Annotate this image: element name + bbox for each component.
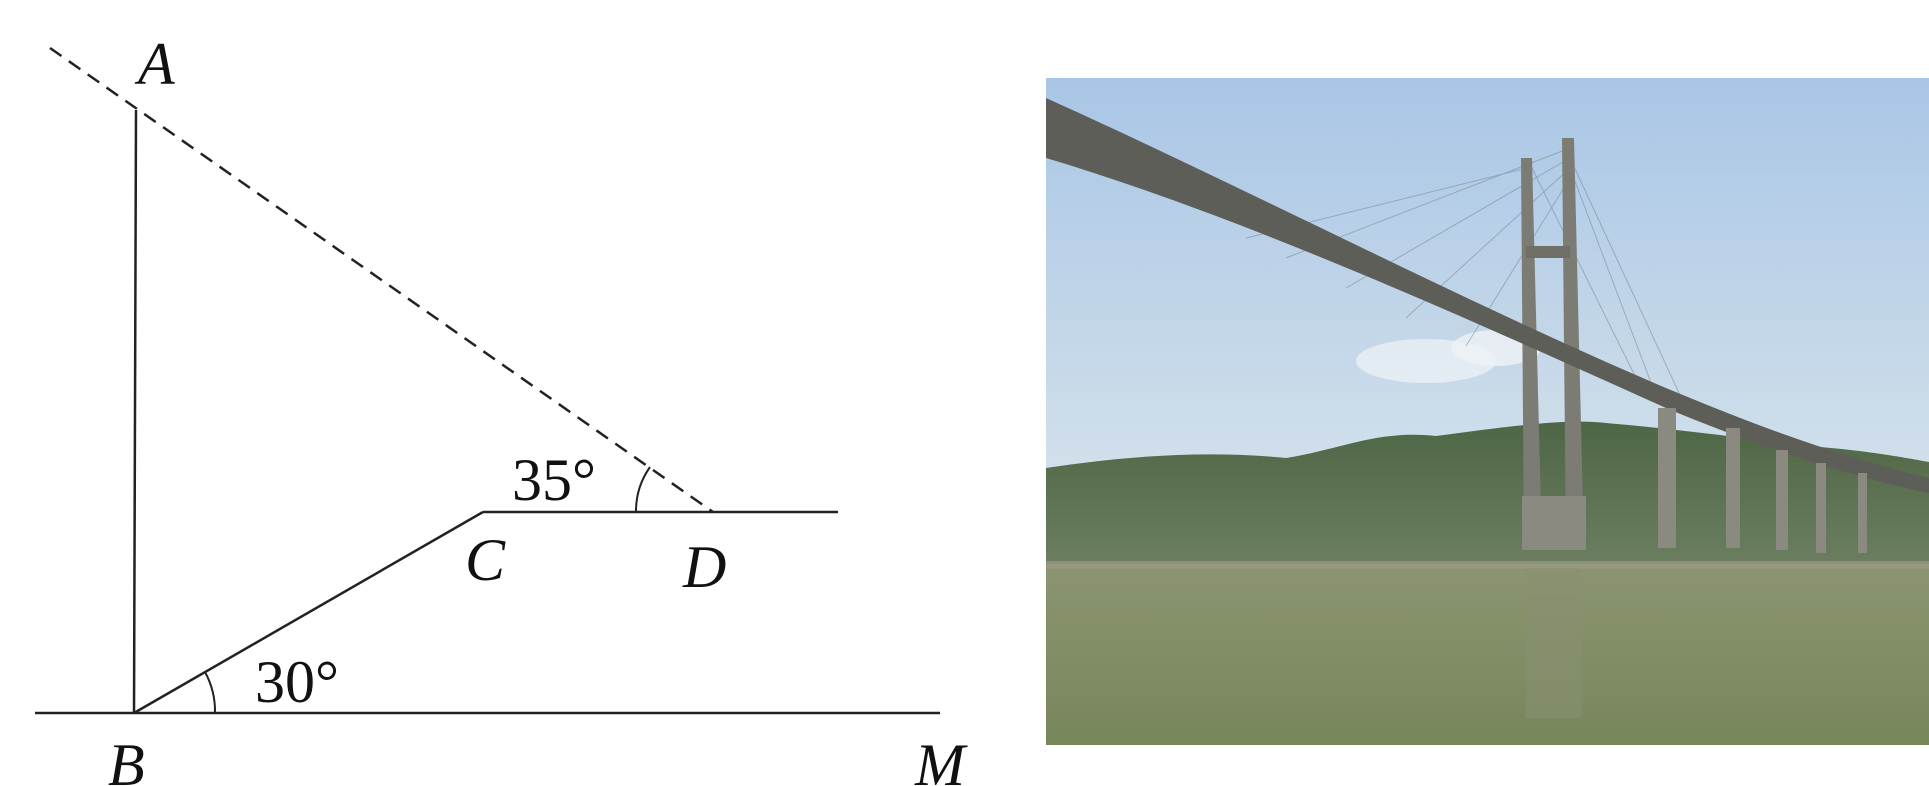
shoreline	[1046, 561, 1929, 569]
angle-arc-B	[204, 671, 217, 714]
angle-arc-D	[634, 466, 651, 513]
tower-reflection	[1526, 568, 1582, 718]
segment-BC	[133, 510, 484, 715]
geometry-diagram: A B C D M 30° 35°	[35, 31, 968, 786]
label-point-D: D	[682, 534, 726, 600]
bridge-deck	[1046, 98, 1929, 493]
label-point-A: A	[134, 31, 175, 97]
label-point-B: B	[108, 732, 145, 786]
label-angle-D: 35°	[512, 447, 596, 513]
bridge-piers	[1658, 408, 1867, 553]
dashed-line-AD	[49, 46, 714, 514]
water	[1046, 564, 1929, 745]
bridge-tower	[1521, 138, 1586, 550]
hills	[1046, 421, 1929, 566]
bridge-photo	[1046, 78, 1929, 745]
label-point-C: C	[465, 527, 506, 593]
label-angle-B: 30°	[255, 649, 339, 715]
segment-AB	[132, 109, 138, 714]
cable-stayed-bridge-photo	[1046, 78, 1929, 745]
label-point-M: M	[914, 732, 968, 786]
sky	[1046, 78, 1929, 478]
